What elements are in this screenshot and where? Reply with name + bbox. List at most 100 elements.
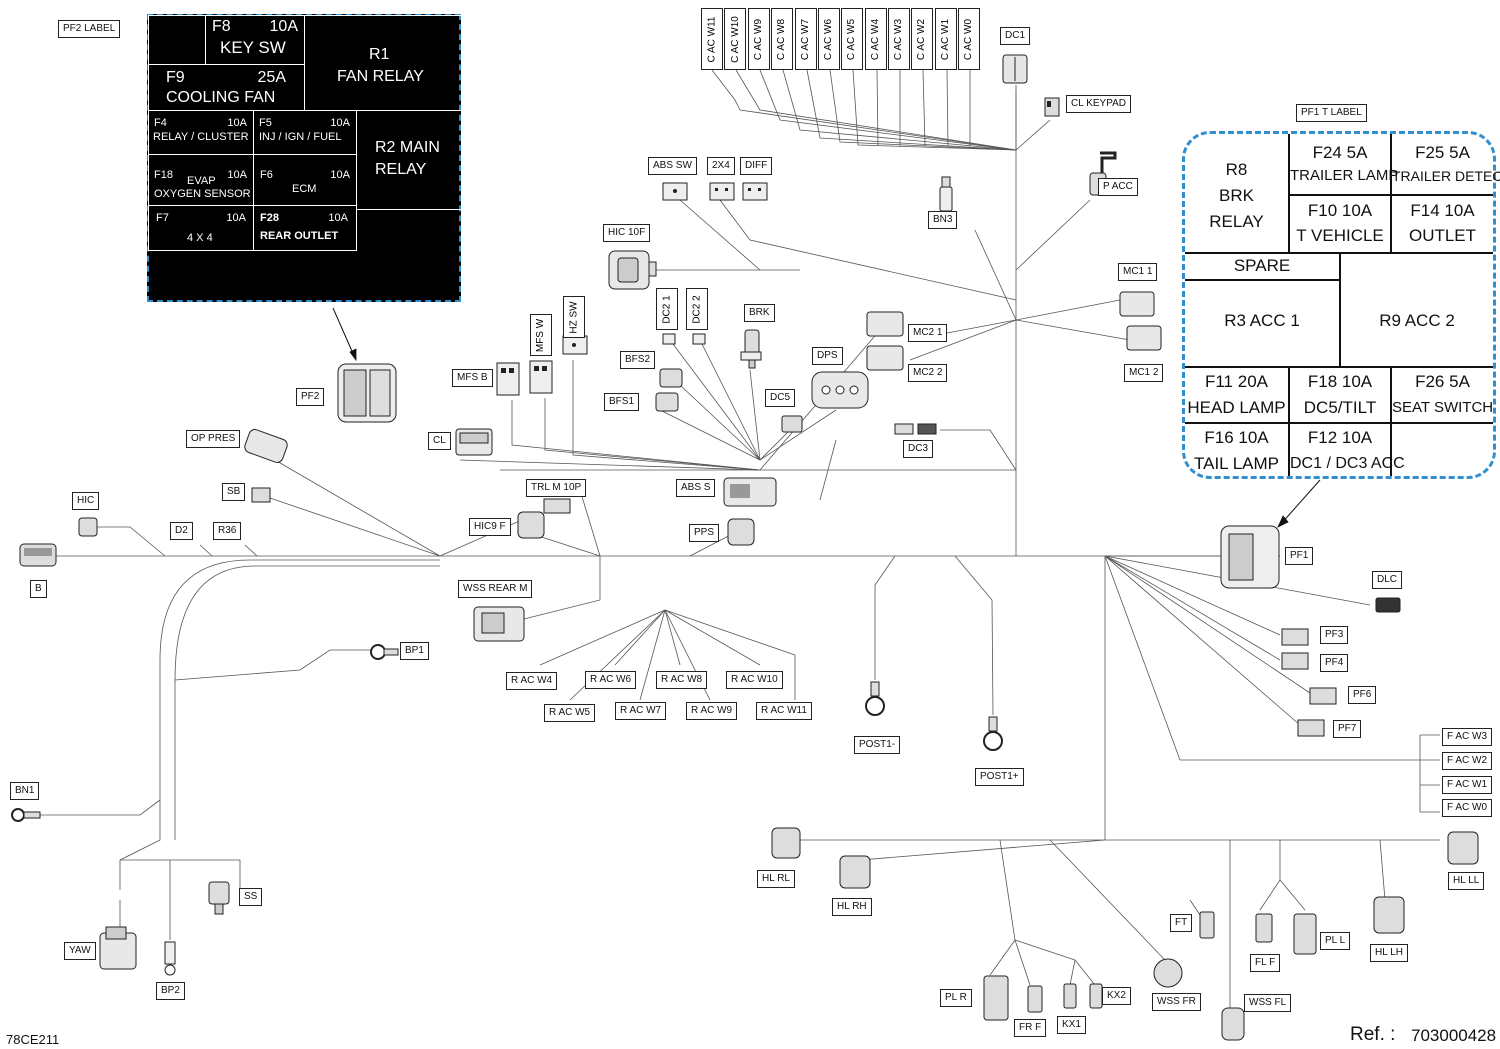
- tag-bn1: BN1: [10, 782, 40, 800]
- pf1-label-tag: PF1 T LABEL: [1296, 104, 1367, 122]
- bn3-terminal-icon: [939, 176, 953, 212]
- hic-connector-icon: [78, 517, 98, 537]
- tag-f-ac-w3: F AC W3: [1442, 728, 1493, 746]
- hl-rl-connector-icon: [771, 827, 801, 859]
- pf2-r2-cell: R2 MAIN RELAY: [356, 110, 463, 210]
- tag-kx2: KX2: [1102, 987, 1131, 1005]
- pf6-connector-icon: [1309, 687, 1337, 705]
- tag-f-ac-w2: F AC W2: [1442, 752, 1493, 770]
- pf2-f5-cell: F5 10A INJ / IGN / FUEL: [253, 110, 357, 155]
- tag-bn3: BN3: [928, 211, 958, 229]
- kx-connectors-icon: [1063, 983, 1103, 1009]
- tag-trl-m-10p: TRL M 10P: [526, 479, 587, 497]
- pf1-r8-line3: RELAY: [1209, 212, 1264, 231]
- cl-connector-icon: [455, 428, 493, 456]
- pf7-connector-icon: [1297, 719, 1325, 737]
- tag-dc2-2: DC2 2: [686, 288, 708, 330]
- mc1-connectors-icon: [1119, 291, 1162, 351]
- tag-hz-sw: HZ SW: [563, 296, 585, 338]
- tag-cl: CL: [428, 432, 451, 450]
- tag-pf7: PF7: [1333, 720, 1362, 738]
- tag-mc2-2: MC2 2: [908, 364, 948, 382]
- cl-keypad-connector-icon: [1044, 97, 1060, 117]
- tag-yaw: YAW: [64, 942, 96, 960]
- mfs-w-connector-icon: [529, 360, 553, 394]
- op-pres-sensor-icon: [244, 429, 288, 463]
- pl-l-connector-icon: [1293, 913, 1317, 955]
- tag-op-pres: OP PRES: [186, 430, 241, 448]
- tag-r-ac-w10: R AC W10: [726, 671, 783, 689]
- tag-r-ac-w7: R AC W7: [615, 702, 667, 720]
- yaw-sensor-icon: [99, 926, 137, 970]
- tag-dc1: DC1: [1000, 27, 1031, 45]
- tag-c-ac-w1: C AC W1: [935, 8, 957, 70]
- pf1-r9: R9 ACC 2: [1379, 311, 1455, 330]
- tag-pl-r: PL R: [940, 989, 972, 1007]
- pf1-fuse-box-icon: [1220, 525, 1280, 589]
- dc3-connector-icon: [894, 423, 937, 435]
- tag-2x4: 2X4: [707, 157, 735, 175]
- hic-10f-connector-icon: [608, 250, 657, 290]
- tag-r36: R36: [213, 522, 242, 540]
- dps-connector-icon: [811, 371, 869, 409]
- tag-abs-sw: ABS SW: [648, 157, 697, 175]
- pf2-f8-cell: F8 10A KEY SW: [205, 15, 305, 65]
- wss-fr-connector-icon: [1153, 958, 1183, 988]
- tag-c-ac-w10: C AC W10: [724, 8, 746, 70]
- abs-s-module-icon: [723, 477, 777, 507]
- bp2-terminal-icon: [164, 941, 176, 976]
- brk-switch-icon: [740, 329, 762, 369]
- tag-wss-rear-m: WSS REAR M: [458, 580, 533, 598]
- pl-r-connector-icon: [983, 975, 1009, 1021]
- tag-fl-f: FL F: [1250, 954, 1281, 972]
- tag-c-ac-w11: C AC W11: [701, 8, 723, 70]
- tag-fr-f: FR F: [1014, 1019, 1047, 1037]
- mfs-b-connector-icon: [496, 362, 520, 396]
- tag-dlc: DLC: [1372, 571, 1403, 589]
- dc1-connector-icon: [1002, 54, 1028, 84]
- tag-post1-plus: POST1+: [975, 768, 1024, 786]
- tag-ss: SS: [239, 888, 263, 906]
- ref-value: 703000428: [1411, 1026, 1497, 1045]
- pf2-f7-cell: F7 10A 4 X 4: [148, 205, 254, 251]
- pf2-f6-cell: F6 10A ECM: [253, 154, 357, 206]
- bp1-ring-terminal-icon: [370, 644, 399, 660]
- tag-kx1: KX1: [1057, 1016, 1086, 1034]
- tag-mfs-w: MFS W: [530, 314, 552, 356]
- pf2-fuse-label-panel: F8 10A KEY SW F9 25A COOLING FAN R1 FAN …: [147, 14, 463, 302]
- tag-mc2-1: MC2 1: [908, 324, 948, 342]
- wss-fl-connector-icon: [1221, 1007, 1245, 1041]
- ft-connector-icon: [1199, 911, 1215, 939]
- hl-ll-connector-icon: [1447, 831, 1479, 865]
- tag-dc2-1: DC2 1: [656, 288, 678, 330]
- tag-c-ac-w4: C AC W4: [865, 8, 887, 70]
- tag-mc1-2: MC1 2: [1124, 364, 1164, 382]
- tag-pf6: PF6: [1348, 686, 1377, 704]
- dlc-connector-icon: [1375, 597, 1401, 613]
- bn1-ring-terminal-icon: [11, 808, 41, 822]
- hl-lh-connector-icon: [1373, 896, 1405, 934]
- tag-c-ac-w5: C AC W5: [841, 8, 863, 70]
- diagram-code: 78CE211: [6, 1032, 60, 1047]
- tag-f-ac-w0: F AC W0: [1442, 799, 1493, 817]
- tag-sb: SB: [222, 483, 246, 501]
- bfs-connectors-icon: [655, 368, 683, 412]
- tag-r-ac-w11: R AC W11: [756, 702, 812, 720]
- pf1-r3: R3 ACC 1: [1224, 311, 1300, 330]
- tag-hl-lh: HL LH: [1370, 944, 1408, 962]
- tag-post1-minus: POST1-: [854, 736, 901, 754]
- tag-d2: D2: [170, 522, 193, 540]
- tag-wss-fl: WSS FL: [1244, 994, 1292, 1012]
- tag-dc3: DC3: [903, 440, 934, 458]
- tag-p-acc: P ACC: [1098, 178, 1138, 196]
- tag-hl-rh: HL RH: [832, 898, 872, 916]
- abs-sw-connector-icon: [662, 182, 688, 201]
- ss-sensor-icon: [208, 881, 230, 915]
- post1-plus-ring-icon: [983, 716, 1003, 751]
- tag-bp1: BP1: [400, 642, 429, 660]
- b-connector-icon: [19, 543, 57, 567]
- hl-rh-connector-icon: [839, 855, 871, 889]
- hic9-f-connector-icon: [517, 511, 545, 539]
- tag-c-ac-w9: C AC W9: [748, 8, 770, 70]
- post1-minus-ring-icon: [865, 681, 885, 716]
